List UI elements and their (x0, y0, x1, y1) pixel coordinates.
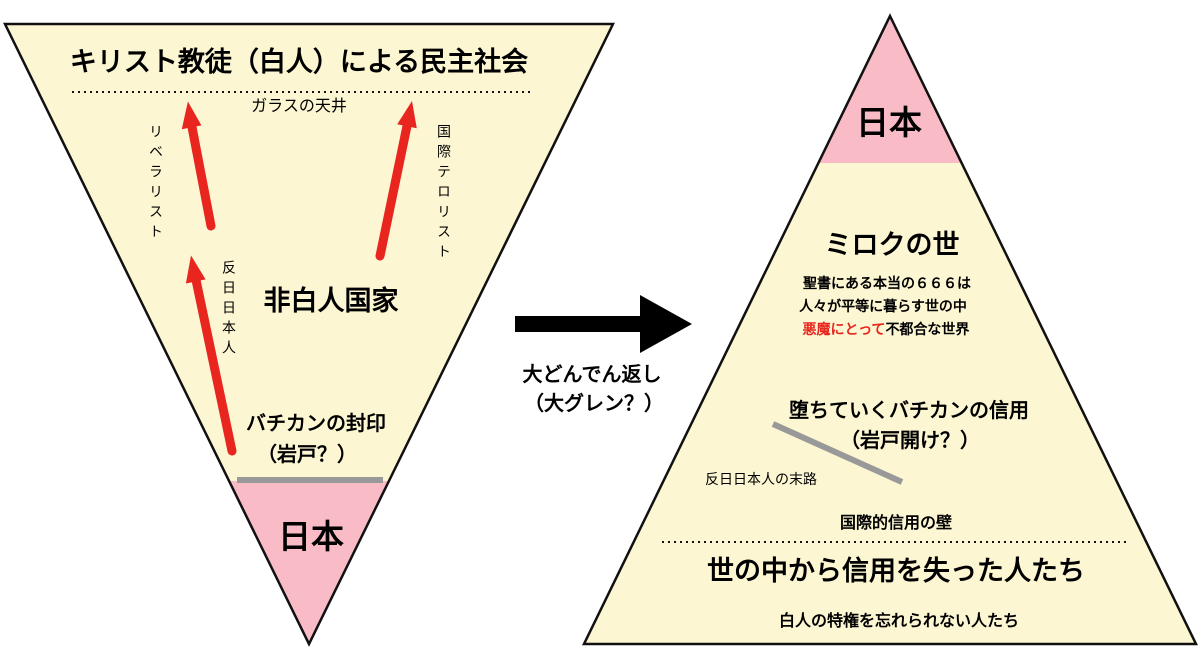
anti-japanese-label: 反日日本人 (220, 260, 236, 360)
desc-line-2: 人々が平等に暮らす世の中 (799, 298, 967, 315)
transition-arrow-shaft (515, 316, 645, 332)
left-top-title: キリスト教徒（白人）による民主社会 (70, 46, 528, 78)
white-privilege-label: 白人の特権を忘れられない人たち (779, 611, 1019, 630)
miroku-label: ミロクの世 (825, 230, 960, 261)
inverted-triangle: キリスト教徒（白人）による民主社会 ガラスの天井 リベラリスト 国際テロリスト … (2, 22, 616, 647)
transition-arrow: 大どんでん返し （大グレン？） (515, 295, 692, 415)
falling-vatican-label: 堕ちていくバチカンの信用 (789, 398, 1029, 422)
glass-ceiling-label: ガラスの天井 (251, 96, 347, 115)
japan-top-label: 日本 (856, 103, 922, 142)
anti-japanese-end-label: 反日日本人の末路 (705, 472, 817, 488)
arrow-anti-japanese (185, 255, 237, 456)
pyramid-fill (584, 16, 1196, 644)
arrow-liberalist (181, 101, 216, 231)
japan-bottom-label: 日本 (278, 517, 344, 556)
great-reversal-label: 大どんでん返し (523, 362, 662, 386)
iwato-open-label: （岩戸開け？） (840, 428, 980, 452)
inverted-triangle-fill (5, 24, 613, 644)
vatican-seal-label: バチカンの封印 (246, 411, 386, 435)
inverted-triangle-outline (2, 22, 616, 647)
iwato-label: （岩戸？） (257, 442, 357, 466)
lost-credibility-title: 世の中から信用を失った人たち (707, 556, 1085, 587)
arrow-intl-terrorist (375, 101, 417, 261)
transition-arrow-head (640, 295, 692, 353)
intl-credit-wall-label: 国際的信用の壁 (840, 513, 952, 532)
desc-line-3-red: 悪魔にとって (803, 321, 886, 338)
desc-line-3: 悪魔にとって不都合な世界 (803, 321, 971, 338)
liberalist-label: リベラリスト (147, 124, 163, 244)
japan-bottom-region (5, 481, 613, 644)
intl-terrorist-label: 国際テロリスト (435, 124, 451, 264)
great-glen-label: （大グレン？） (524, 391, 664, 415)
falling-vatican-bar (771, 421, 904, 485)
desc-line-3-rest: 不都合な世界 (885, 321, 970, 338)
pyramid-outline (582, 13, 1198, 646)
desc-line-1: 聖書にある本当の６６６は (803, 275, 971, 292)
non-white-nations-label: 非白人国家 (264, 285, 399, 317)
